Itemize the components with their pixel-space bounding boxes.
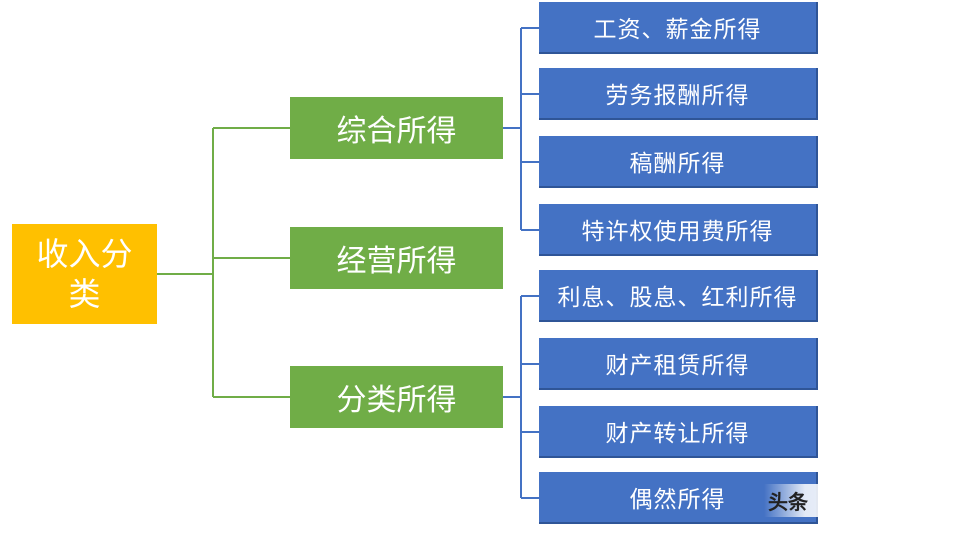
item-label: 劳务报酬所得 [605,83,750,109]
item-label: 财产租赁所得 [605,353,750,379]
category-label: 分类所得 [336,383,457,418]
category-business-income: 经营所得 [290,227,503,289]
item-labor-remuneration: 劳务报酬所得 [539,68,818,120]
root-node: 收入分类 [12,224,157,324]
category-label: 经营所得 [336,244,457,279]
watermark: 头条 [764,484,928,517]
item-label: 财产转让所得 [605,421,750,447]
category-label: 综合所得 [336,114,457,149]
item-interest-dividends: 利息、股息、红利所得 [539,270,818,322]
item-label: 工资、薪金所得 [593,17,762,43]
item-property-transfer: 财产转让所得 [539,406,818,458]
item-label: 偶然所得 [629,487,726,513]
item-label: 特许权使用费所得 [581,219,774,245]
item-author-remuneration: 稿酬所得 [539,136,818,188]
item-label: 稿酬所得 [629,151,726,177]
item-royalties: 特许权使用费所得 [539,204,818,256]
item-property-lease: 财产租赁所得 [539,338,818,390]
item-wages-salaries: 工资、薪金所得 [539,2,818,54]
category-classified-income: 分类所得 [290,366,503,428]
root-label: 收入分类 [36,235,133,313]
item-label: 利息、股息、红利所得 [557,285,798,311]
category-comprehensive-income: 综合所得 [290,97,503,159]
